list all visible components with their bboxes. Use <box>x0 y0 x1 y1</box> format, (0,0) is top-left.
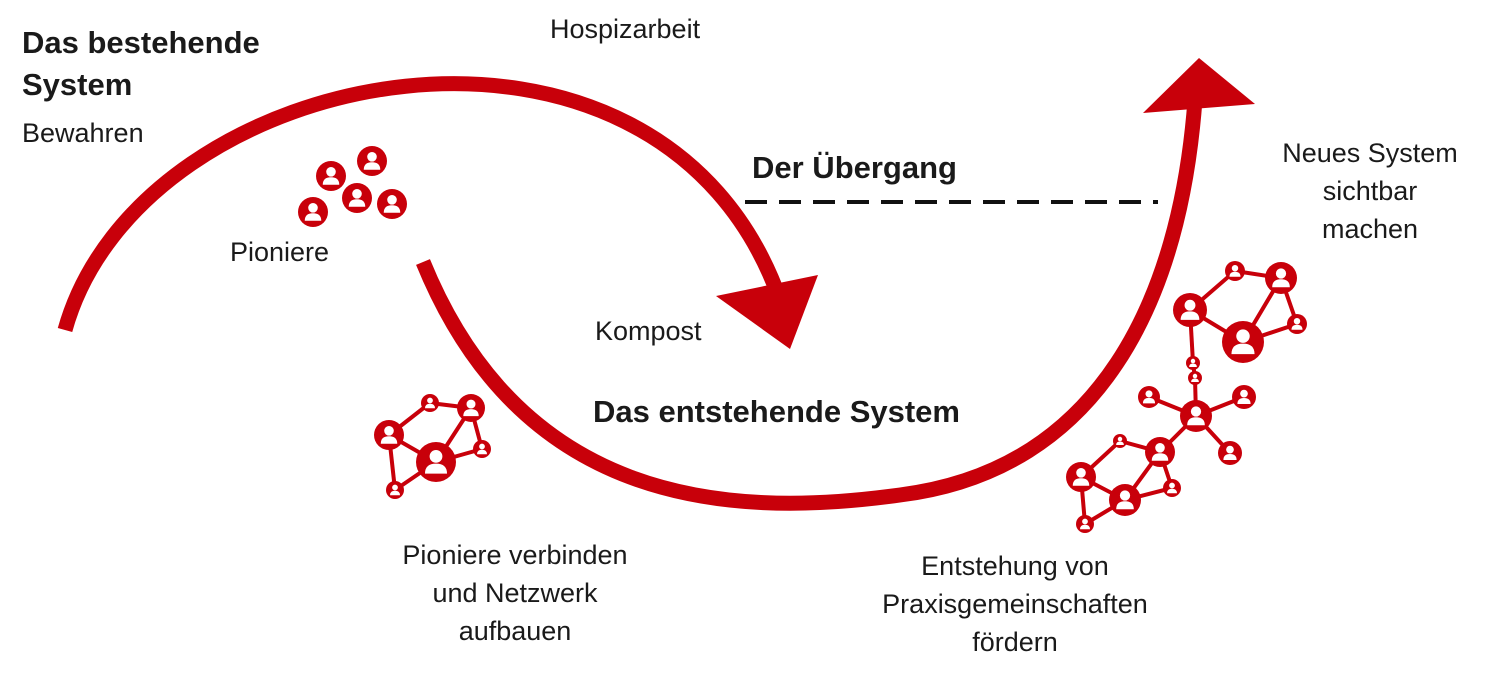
person-icon <box>342 183 372 213</box>
person-icon <box>1232 385 1256 409</box>
person-icon <box>1138 386 1160 408</box>
person-icon <box>1109 484 1141 516</box>
label-line: und Netzwerk <box>432 577 598 608</box>
person-icon <box>1186 356 1200 370</box>
person-icon <box>1145 437 1175 467</box>
arrow-head-icon <box>1143 58 1255 113</box>
person-icon <box>386 481 404 499</box>
person-icon <box>473 440 491 458</box>
person-icon <box>357 146 387 176</box>
person-icon <box>377 189 407 219</box>
label-line: Pioniere verbinden <box>402 540 628 570</box>
person-icon <box>1265 262 1297 294</box>
emerging-system-label: Das entstehende System <box>593 394 960 429</box>
label-line: aufbauen <box>458 615 572 646</box>
person-icon <box>1173 293 1207 327</box>
person-icon <box>1113 434 1127 448</box>
label-line: Neues System <box>1282 138 1458 168</box>
existing-title-line: System <box>22 66 133 102</box>
person-icon <box>1222 321 1264 363</box>
preserve-label: Bewahren <box>22 118 144 148</box>
existing-system-title: Das bestehende System <box>22 22 260 106</box>
label-line: machen <box>1321 213 1419 244</box>
connect-pioneers-label: Pioniere verbinden und Netzwerk aufbauen <box>365 537 665 650</box>
label-line: Entstehung von <box>921 551 1109 581</box>
pioneers-label: Pioniere <box>230 237 330 267</box>
existing-system-arc <box>57 76 788 333</box>
person-icon <box>1163 479 1181 497</box>
transition-label: Der Übergang <box>752 150 957 185</box>
person-icon <box>1180 400 1212 432</box>
label-line: fördern <box>972 626 1058 657</box>
person-icon <box>1066 462 1096 492</box>
label-line: Praxisgemeinschaften <box>882 588 1148 619</box>
new-system-visible-label: Neues System sichtbar machen <box>1250 135 1490 248</box>
person-icon <box>1076 515 1094 533</box>
person-icon <box>416 442 456 482</box>
person-icon <box>374 420 404 450</box>
network-icon <box>1066 261 1307 533</box>
network-icon <box>374 394 491 499</box>
person-icon <box>298 197 328 227</box>
arrow-head-icon <box>716 275 818 349</box>
person-icon <box>457 394 485 422</box>
hospice-label: Hospizarbeit <box>550 14 701 44</box>
compost-label: Kompost <box>595 316 702 346</box>
person-icon <box>1225 261 1245 281</box>
label-line: sichtbar <box>1322 175 1418 206</box>
person-icon <box>1188 371 1202 385</box>
person-icon <box>1287 314 1307 334</box>
person-icon <box>316 161 346 191</box>
pioneers-group-icon <box>298 146 407 227</box>
communities-label: Entstehung von Praxisgemeinschaften förd… <box>845 548 1185 661</box>
person-icon <box>1218 441 1242 465</box>
person-icon <box>421 394 439 412</box>
existing-title-line: Das bestehende <box>22 25 260 60</box>
emerging-system-curve <box>416 99 1203 511</box>
